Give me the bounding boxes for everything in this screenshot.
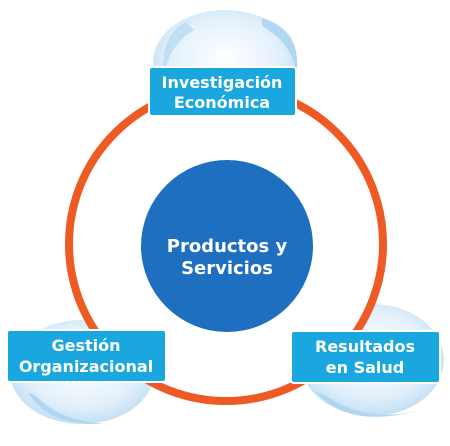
- node-gestion-line1: Gestión: [51, 336, 120, 355]
- bottom-right-swoosh: [316, 392, 420, 417]
- node-resultados-line1: Resultados: [315, 337, 415, 356]
- node-gestion-line2: Organizacional: [19, 357, 153, 376]
- node-investigacion-box: [148, 66, 297, 117]
- node-resultados: Resultados en Salud: [290, 330, 441, 384]
- center-circle: [141, 160, 313, 332]
- node-investigacion: Investigación Económica: [148, 66, 297, 117]
- node-investigacion-line2: Económica: [174, 93, 270, 112]
- node-resultados-box: [290, 330, 441, 384]
- node-investigacion-line1: Investigación: [162, 73, 283, 92]
- bottom-left-swoosh: [28, 392, 104, 425]
- center-label-line2: Servicios: [181, 258, 273, 279]
- node-gestion: Gestión Organizacional: [6, 329, 167, 383]
- top-swoosh-left: [163, 22, 194, 74]
- node-gestion-box: [6, 329, 167, 383]
- node-resultados-line2: en Salud: [326, 358, 404, 377]
- top-swoosh-right: [262, 18, 298, 78]
- center-label-line1: Productos y: [167, 236, 288, 257]
